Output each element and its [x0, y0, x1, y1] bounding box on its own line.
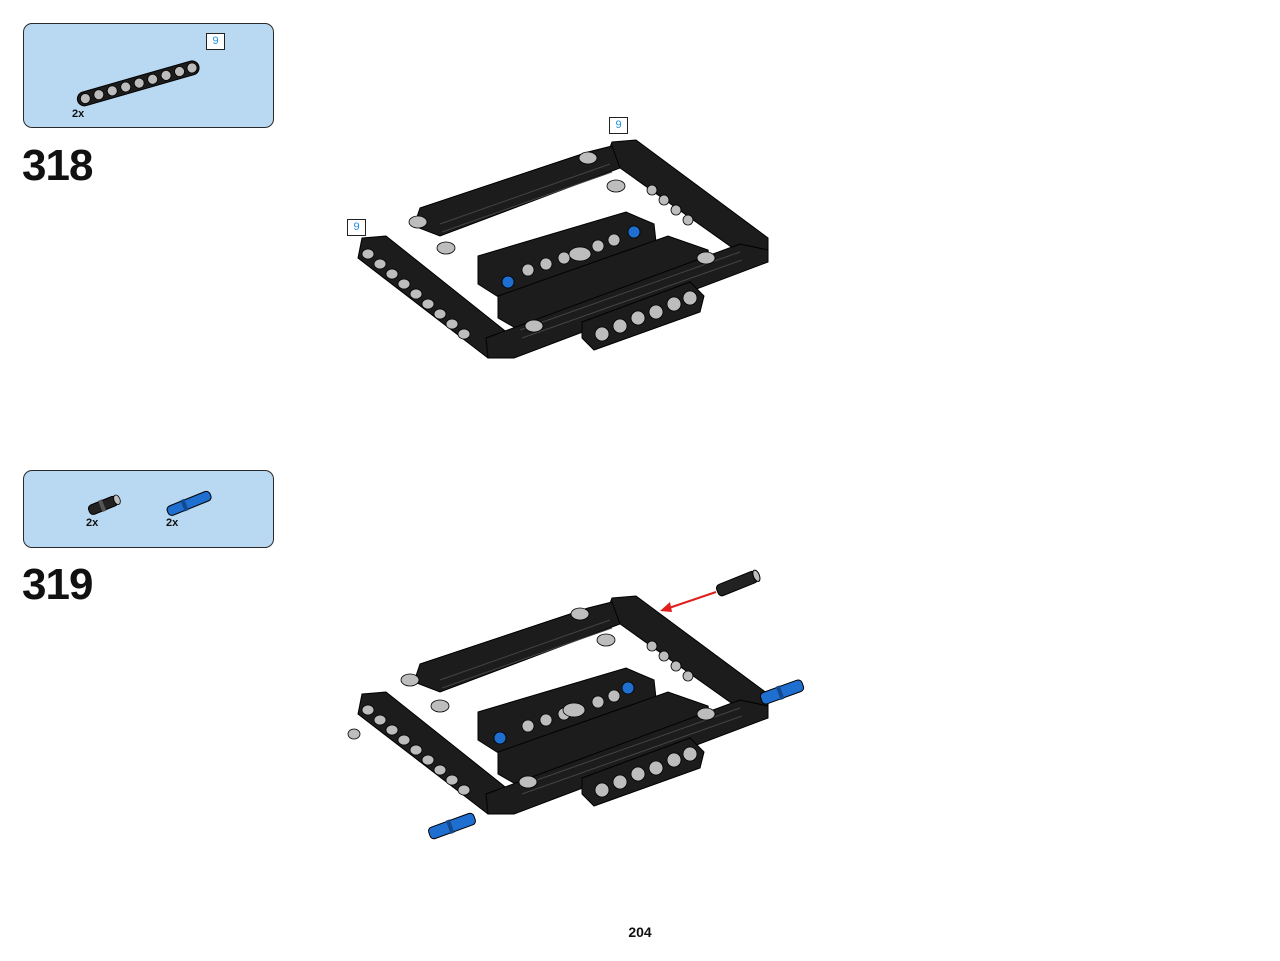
- blue-axle-pin-part: [759, 679, 805, 705]
- part-quantity: 2x: [72, 108, 85, 120]
- part-quantity: 2x: [86, 517, 99, 529]
- length-callout: 9: [347, 219, 366, 236]
- parts-list-box-318: 9 2x: [23, 23, 274, 128]
- page-number: 204: [628, 924, 652, 940]
- blue-axle-pin-part: [428, 812, 476, 840]
- black-pin-icon: [87, 494, 121, 515]
- assembly-319-illustration: [347, 569, 805, 840]
- length-tag: 9: [206, 33, 225, 50]
- step-number: 319: [22, 560, 93, 609]
- black-pin-part: [715, 569, 761, 597]
- step-number: 318: [22, 141, 93, 190]
- black-liftarm-9-icon: [76, 60, 200, 107]
- length-callout: 9: [609, 117, 628, 134]
- assembly-318-illustration: [357, 139, 769, 359]
- insertion-arrow: [660, 591, 717, 612]
- blue-axle-pin-icon: [166, 490, 212, 516]
- part-quantity: 2x: [166, 517, 179, 529]
- parts-list-box-319: 2x 2x: [23, 470, 274, 548]
